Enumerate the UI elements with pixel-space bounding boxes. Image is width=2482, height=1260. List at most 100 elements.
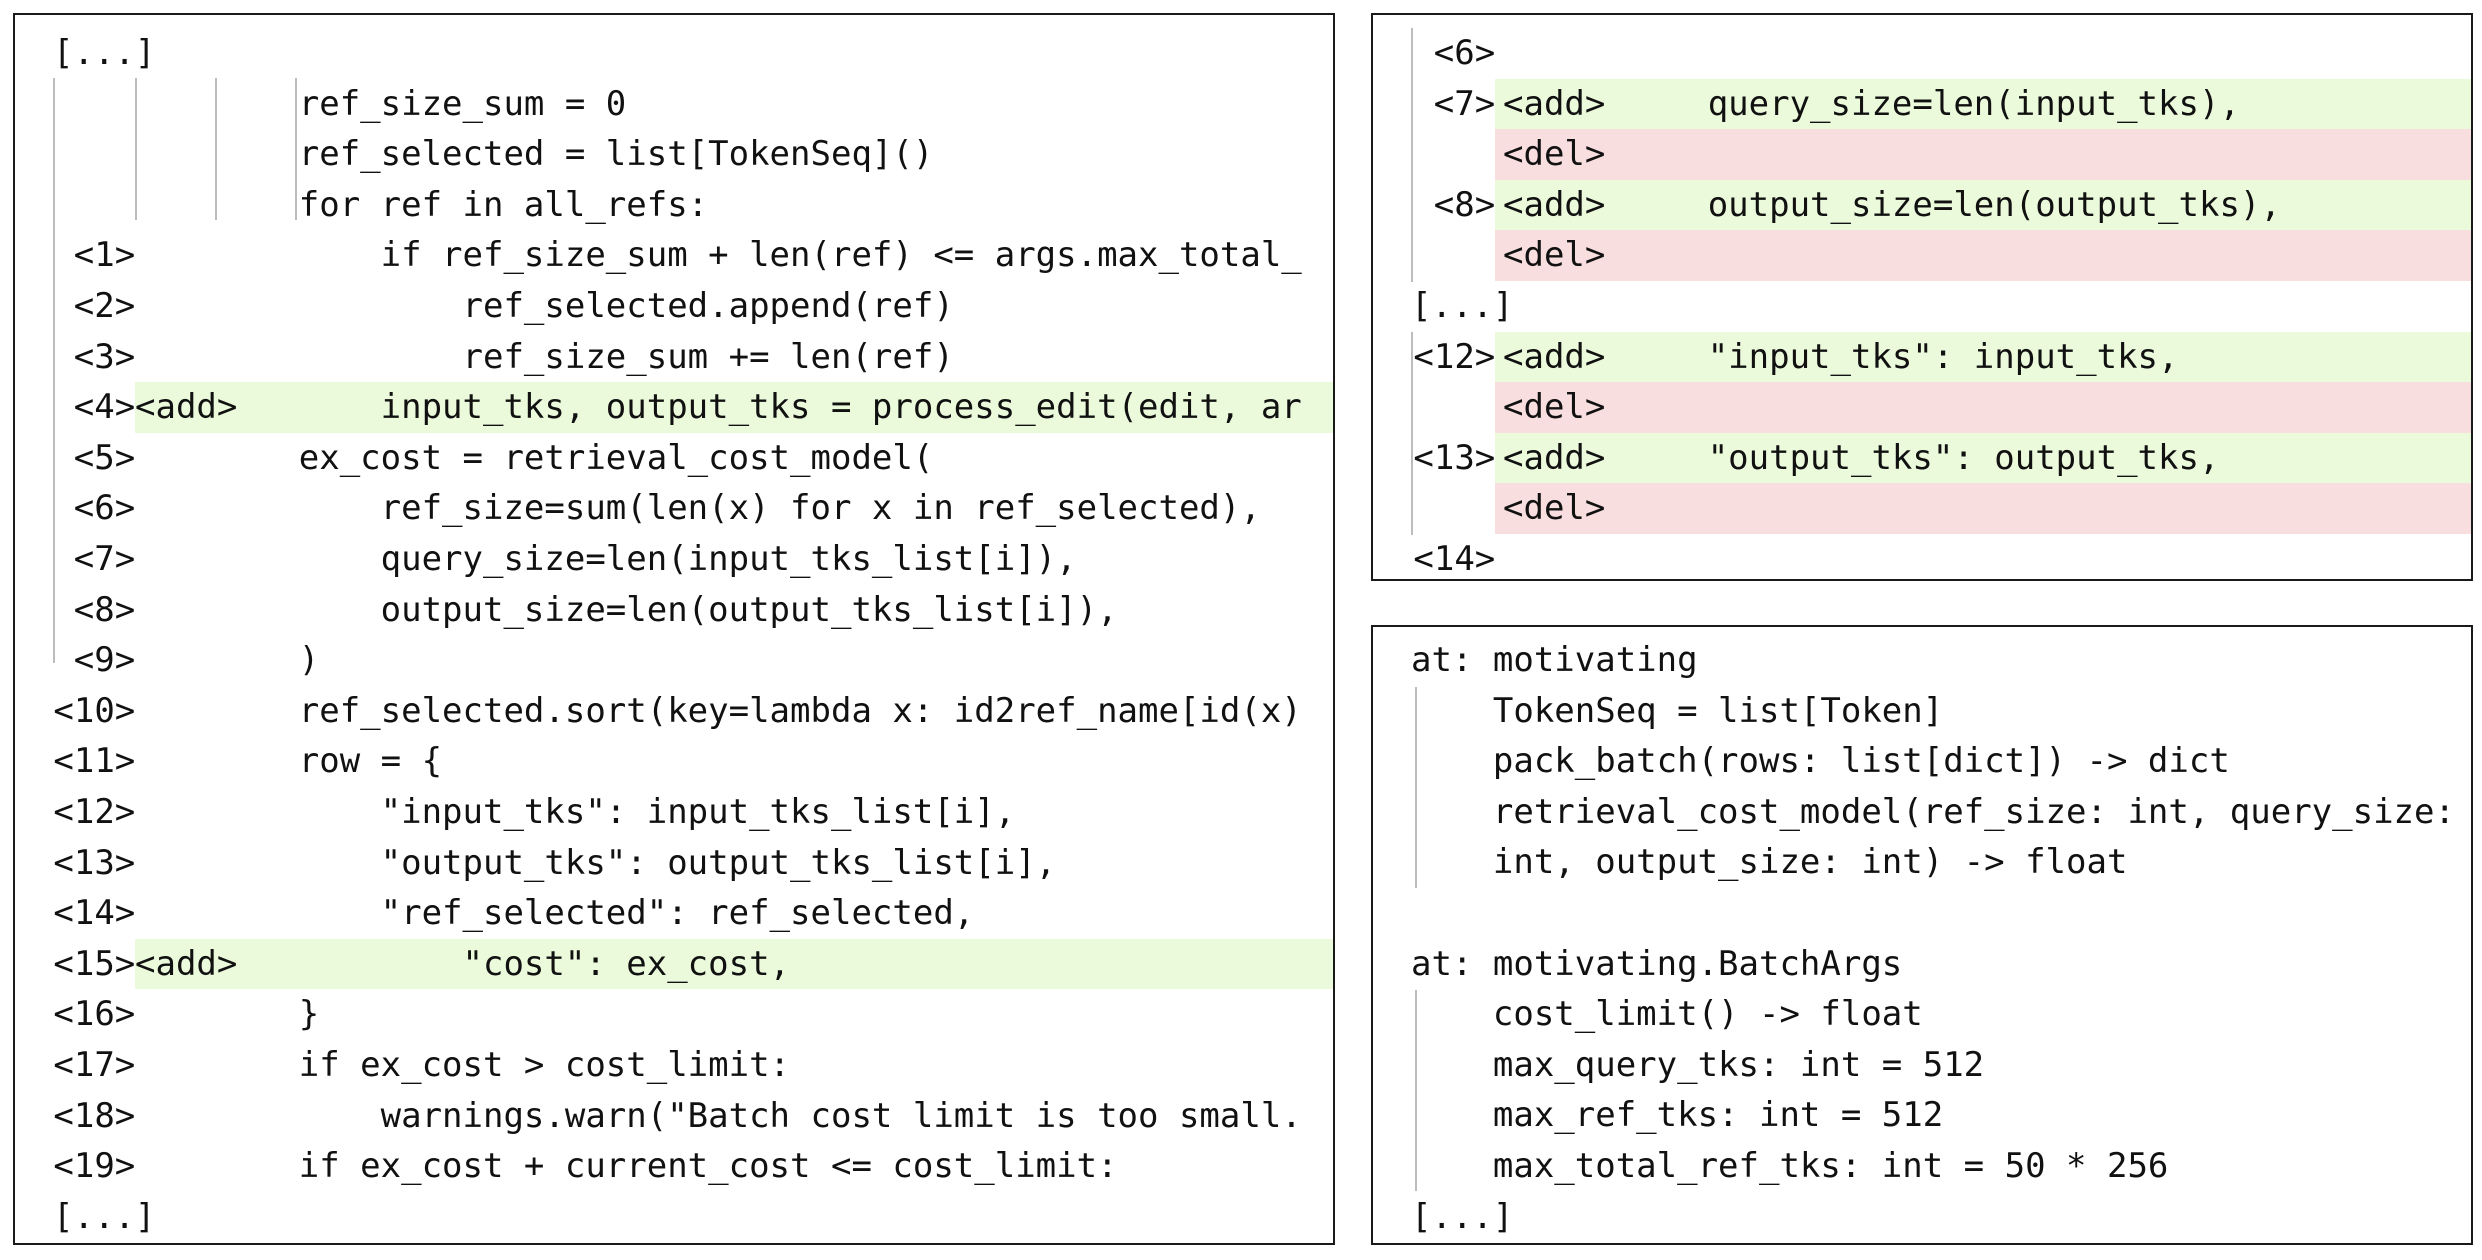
code-line: ref_size_sum = 0 — [15, 79, 1333, 130]
ellipsis-text: [...] — [53, 1196, 156, 1237]
add-marker: <add> — [135, 387, 238, 428]
code-text: ref_size=sum(len(x) for x in ref_selecte… — [135, 488, 1261, 529]
code-line: <6> — [1373, 28, 2471, 79]
line-number: <8> — [1433, 184, 1496, 225]
signature-line: retrieval_cost_model(ref_size: int, quer… — [1373, 787, 2471, 838]
deleted-line: <del> — [1373, 382, 2471, 433]
signature-line: [...] — [1373, 1192, 2471, 1243]
added-line: <7><add> query_size=len(input_tks), — [1373, 78, 2471, 130]
code-text: if ex_cost + current_cost <= cost_limit: — [135, 1146, 1118, 1187]
line-number: <15> — [53, 943, 136, 984]
indent-guide — [135, 78, 137, 220]
code-text: } — [135, 994, 320, 1035]
code-text: ex_cost = retrieval_cost_model( — [135, 437, 934, 478]
code-text: "output_tks": output_tks_list[i], — [135, 842, 1057, 883]
code-line: <13> "output_tks": output_tks_list[i], — [15, 838, 1333, 889]
code-line: <12> "input_tks": input_tks_list[i], — [15, 787, 1333, 838]
signature-line: pack_batch(rows: list[dict]) -> dict — [1373, 736, 2471, 787]
code-text: query_size=len(input_tks), — [1503, 83, 2240, 124]
added-line: <12><add> "input_tks": input_tks, — [1373, 331, 2471, 383]
code-text: "output_tks": output_tks, — [1503, 437, 2220, 478]
code-text: row = { — [135, 741, 443, 782]
code-line: <14> — [1373, 534, 2471, 579]
indent-guide — [53, 220, 55, 663]
line-number: <12> — [53, 792, 136, 832]
line-number: <11> — [53, 741, 136, 782]
line-number: <3> — [73, 336, 136, 377]
code-line: <8> output_size=len(output_tks_list[i]), — [15, 585, 1333, 636]
line-number: <9> — [73, 640, 136, 681]
code-text: max_total_ref_tks: int = 50 * 256 — [1411, 1146, 2169, 1186]
code-text: ) — [135, 640, 320, 681]
line-number: <4> — [73, 387, 136, 428]
code-line: <6> ref_size=sum(len(x) for x in ref_sel… — [15, 483, 1333, 534]
indent-guide — [215, 78, 217, 220]
indent-guide — [1411, 28, 1413, 282]
line-number: <6> — [1433, 33, 1496, 73]
deleted-line-highlight — [1495, 129, 2471, 180]
deleted-line: <del> — [1373, 230, 2471, 281]
deleted-line: <del> — [1373, 129, 2471, 180]
indent-guide — [1411, 332, 1413, 535]
code-line: <14> "ref_selected": ref_selected, — [15, 888, 1333, 939]
ellipsis-line: [...] — [15, 28, 1333, 79]
add-marker: <add> — [1503, 336, 1606, 377]
line-number: <5> — [73, 437, 136, 478]
code-text: input_tks, output_tks = process_edit(edi… — [135, 387, 1302, 428]
added-line: <13><add> "output_tks": output_tks, — [1373, 432, 2471, 484]
code-text: query_size=len(input_tks_list[i]), — [135, 539, 1077, 579]
line-number: <8> — [73, 589, 136, 630]
line-number: <16> — [53, 994, 136, 1035]
added-line: <4><add> input_tks, output_tks = process… — [15, 382, 1333, 433]
code-line: <17> if ex_cost > cost_limit: — [15, 1040, 1333, 1091]
line-number: <14> — [1413, 539, 1496, 579]
diff-changes-panel: <6><7><add> query_size=len(input_tks),<d… — [1371, 13, 2473, 581]
signature-line: TokenSeq = list[Token] — [1373, 686, 2471, 737]
code-line: <7> query_size=len(input_tks_list[i]), — [15, 534, 1333, 585]
code-line: <18> warnings.warn("Batch cost limit is … — [15, 1091, 1333, 1142]
code-text: warnings.warn("Batch cost limit is too s… — [135, 1095, 1302, 1136]
code-text: retrieval_cost_model(ref_size: int, quer… — [1411, 791, 2455, 832]
code-text: at: motivating — [1411, 640, 1698, 680]
add-marker: <add> — [135, 943, 238, 984]
code-text: cost_limit() -> float — [1411, 994, 1923, 1035]
line-number: <7> — [73, 539, 136, 579]
line-number: <6> — [73, 488, 136, 529]
ellipsis-text: [...] — [53, 33, 156, 73]
code-line: <19> if ex_cost + current_cost <= cost_l… — [15, 1141, 1333, 1192]
added-line: <8><add> output_size=len(output_tks), — [1373, 179, 2471, 231]
line-number: <14> — [53, 893, 136, 934]
code-text: max_query_tks: int = 512 — [1411, 1044, 1985, 1085]
code-text: max_ref_tks: int = 512 — [1411, 1095, 1944, 1136]
added-line-highlight — [1495, 432, 2471, 484]
code-text: ref_selected.append(ref) — [135, 286, 954, 326]
code-line: <16> } — [15, 989, 1333, 1040]
code-line: for ref in all_refs: — [15, 180, 1333, 231]
ellipsis-text: [...] — [1411, 286, 1514, 326]
code-text: ref_size_sum += len(ref) — [135, 336, 954, 377]
added-line: <15><add> "cost": ex_cost, — [15, 938, 1333, 990]
added-line-highlight — [1495, 331, 2471, 383]
context-scope-line: at: motivating — [1373, 635, 2471, 686]
code-text: "input_tks": input_tks, — [1503, 336, 2179, 377]
added-line-highlight — [135, 382, 1333, 433]
code-diff-panel: [...] ref_size_sum = 0 ref_selected = li… — [13, 13, 1335, 1245]
signature-line: cost_limit() -> float — [1373, 989, 2471, 1040]
line-number: <13> — [53, 842, 136, 883]
code-line: <3> ref_size_sum += len(ref) — [15, 332, 1333, 383]
indent-guide — [1415, 687, 1417, 888]
line-number: <1> — [73, 235, 136, 276]
code-text: ref_size_sum = 0 — [135, 83, 627, 124]
code-line: ref_selected = list[TokenSeq]() — [15, 129, 1333, 180]
context-signatures-panel: at: motivating TokenSeq = list[Token] pa… — [1371, 625, 2473, 1245]
line-number: <17> — [53, 1045, 136, 1085]
code-text: for ref in all_refs: — [135, 184, 709, 225]
code-text: if ref_size_sum + len(ref) <= args.max_t… — [135, 235, 1302, 276]
code-line: <9> ) — [15, 635, 1333, 686]
signature-line — [1373, 888, 2471, 939]
del-marker: <del> — [1503, 488, 1606, 529]
del-marker: <del> — [1503, 235, 1606, 276]
code-text: pack_batch(rows: list[dict]) -> dict — [1411, 741, 2230, 782]
added-line-highlight — [1495, 78, 2471, 130]
code-line: <11> row = { — [15, 736, 1333, 787]
